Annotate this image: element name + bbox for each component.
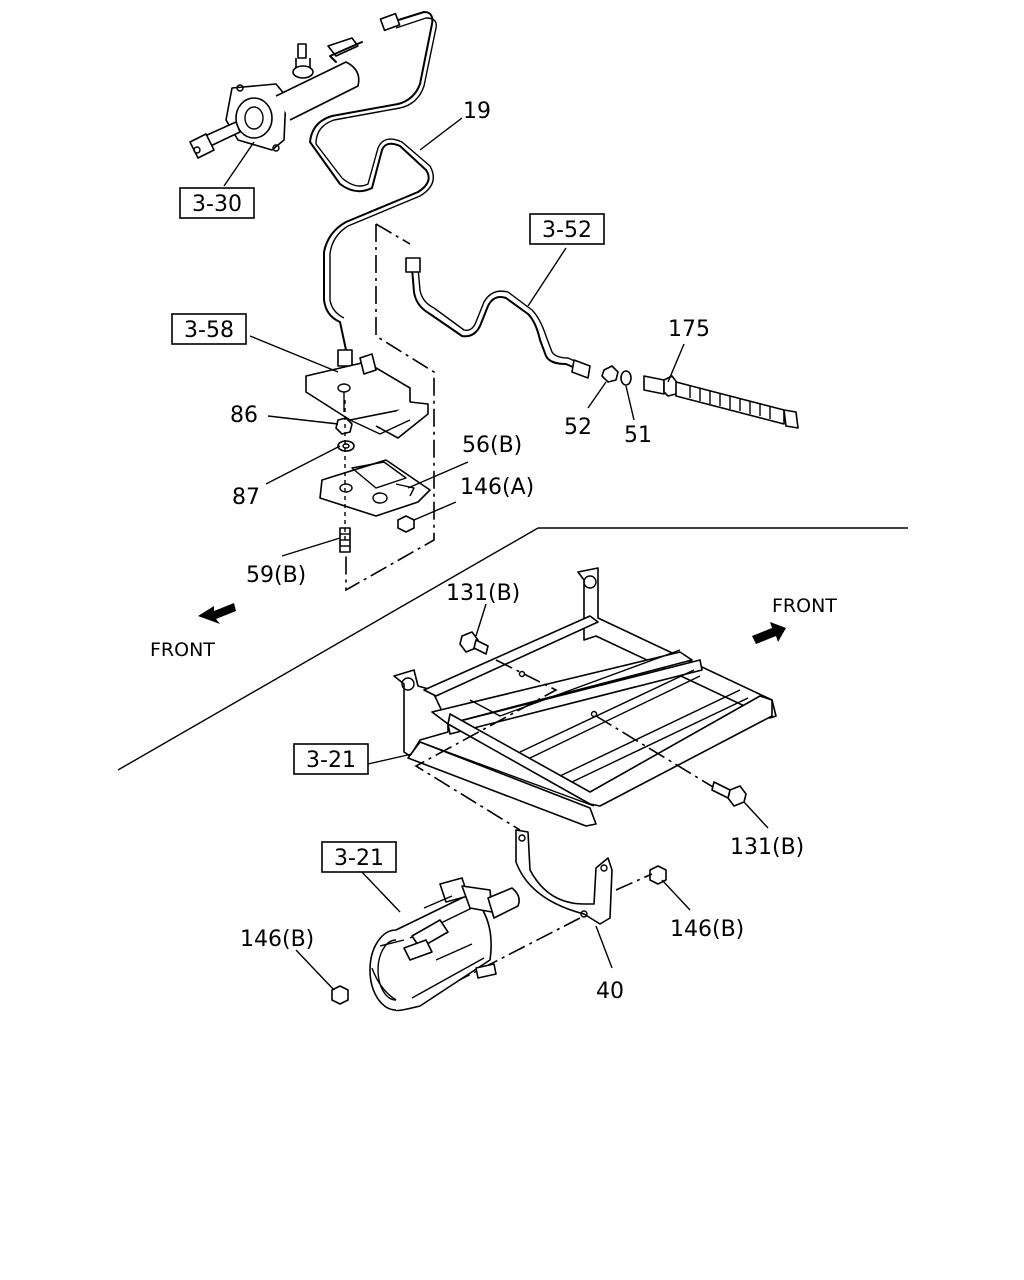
part-label-51: 51 — [624, 423, 652, 448]
nut-146b-left — [331, 985, 349, 1005]
clutch-pipe-19 — [309, 11, 437, 367]
upper-bracket — [305, 353, 429, 439]
part-label-56b: 56(B) — [462, 433, 522, 458]
part-label-131b-lower: 131(B) — [730, 835, 804, 860]
nut-146a — [397, 515, 415, 533]
washer-51 — [620, 370, 632, 386]
section-divider — [117, 527, 539, 771]
part-label-131b-upper: 131(B) — [446, 581, 520, 606]
part-label-87: 87 — [232, 485, 260, 510]
front-arrow-right-icon — [752, 622, 786, 644]
part-label-146b-right: 146(B) — [670, 917, 744, 942]
ref-label-3-58: 3-58 — [184, 318, 234, 343]
part-label-59b: 59(B) — [246, 563, 306, 588]
ref-label-3-52: 3-52 — [542, 218, 592, 243]
part-label-52: 52 — [564, 415, 592, 440]
front-label-left: FRONT — [150, 639, 215, 661]
ref-box-3-58 — [171, 313, 247, 345]
ref-label-3-30: 3-30 — [192, 192, 242, 217]
nut-146b-right — [649, 865, 667, 885]
ref-box-3-52 — [529, 213, 605, 245]
guide-line-3 — [615, 873, 653, 891]
washer-87 — [337, 440, 355, 452]
part-label-146b-left: 146(B) — [240, 927, 314, 952]
nut-52 — [601, 365, 619, 383]
guide-line-1 — [414, 659, 558, 831]
part-label-86: 86 — [230, 403, 258, 428]
clutch-pipe-3-52 — [405, 257, 591, 379]
ref-label-3-21-upper: 3-21 — [306, 748, 356, 773]
front-label-right: FRONT — [772, 595, 837, 617]
filter-bracket-frame — [393, 567, 777, 827]
guide-line-2 — [595, 715, 719, 791]
part-label-19: 19 — [463, 99, 491, 124]
bolt-131b-lower — [711, 781, 747, 807]
flexible-hose-175 — [643, 375, 799, 429]
ref-box-3-21-lower — [321, 841, 397, 873]
part-label-146a: 146(A) — [460, 475, 534, 500]
ref-box-3-30 — [179, 187, 255, 219]
ref-box-3-21-upper — [293, 743, 369, 775]
filter-strap-40 — [515, 829, 613, 925]
part-label-40: 40 — [596, 979, 624, 1004]
part-label-175: 175 — [668, 317, 710, 342]
front-arrow-left-icon — [198, 603, 236, 624]
ref-label-3-21-lower: 3-21 — [334, 846, 384, 871]
bracket-plate-56b — [319, 459, 431, 517]
leader-lines — [223, 117, 769, 991]
nut-86 — [335, 417, 353, 435]
bolt-131b-upper — [459, 631, 489, 655]
assembly-outline-upper — [345, 223, 435, 592]
clutch-master-cylinder — [189, 37, 360, 159]
fuel-filter-assembly — [369, 877, 520, 1012]
